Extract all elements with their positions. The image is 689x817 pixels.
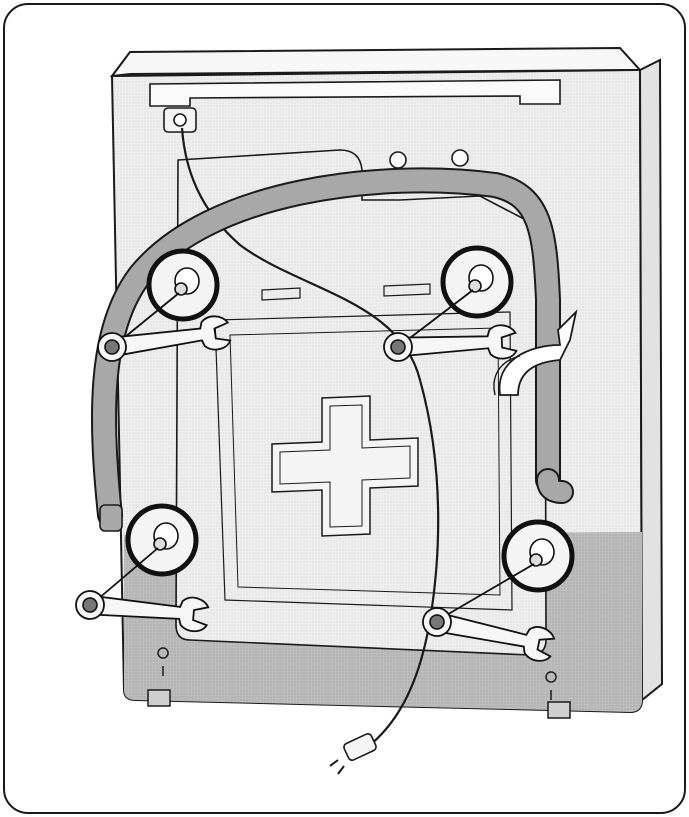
shipping-bolt-icon [529, 538, 555, 567]
foot-left [147, 689, 171, 707]
wrench-icon [383, 324, 518, 362]
foot-right [547, 701, 571, 719]
wrench-icon [422, 607, 556, 662]
shipping-bolt-icon [468, 264, 494, 293]
cord-inlet [163, 107, 197, 133]
bottom-left-bolt-callout [75, 503, 210, 633]
wrench-icon [97, 315, 232, 362]
top-rail [149, 79, 561, 107]
power-plug-icon [329, 733, 377, 775]
hang-hole-left [157, 647, 169, 676]
shipping-bolt-icon [153, 522, 179, 551]
hang-hole-right [545, 671, 557, 700]
shipping-bolt-icon [174, 267, 200, 296]
bottom-right-bolt-callout [422, 519, 575, 662]
top-left-bolt-callout [97, 248, 232, 362]
wrench-icon [75, 590, 210, 633]
top-right-bolt-callout [383, 245, 518, 362]
drain-hose [91, 167, 574, 532]
cross-emboss [271, 395, 419, 537]
cabinet-top [109, 46, 643, 78]
cabinet-right-side [638, 58, 664, 703]
curved-arrow-icon [493, 309, 578, 396]
